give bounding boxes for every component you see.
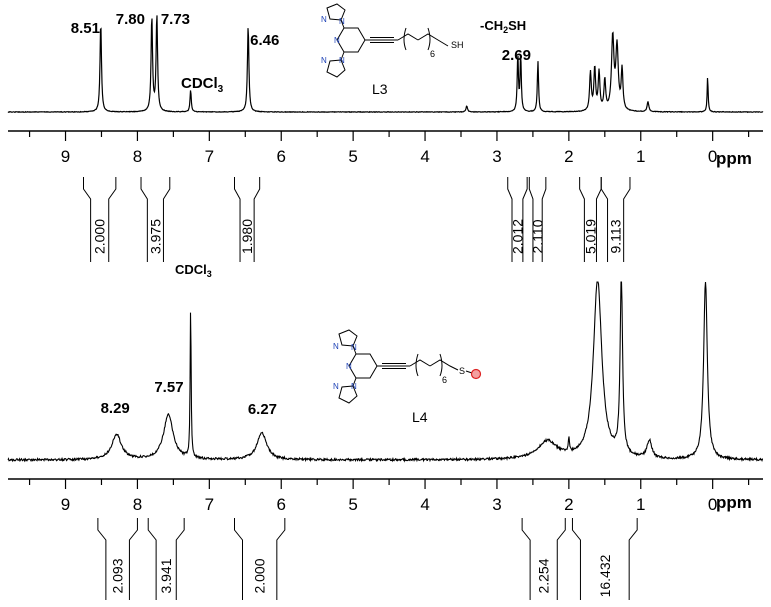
- peak-label: 8.51: [71, 20, 100, 37]
- spectrum-trace-l4: [7, 281, 764, 463]
- x-axis-tick-label: 1: [636, 147, 645, 166]
- spectrum-panel-l4: 9 8 7 6 5 4 3 2 1 0 ppm 8.29 7.57 6.27 CDCl3 N N N …: [7, 262, 764, 514]
- pyridine-ring: [336, 27, 366, 53]
- x-axis-tick-label: 4: [420, 147, 429, 166]
- integral-bracket: [571, 518, 638, 600]
- peak-labels-l3: 8.51 7.80 7.73 6.46 2.69: [71, 11, 531, 64]
- pyrazole-ring-top: [338, 329, 358, 347]
- peak-label: 7.57: [154, 379, 183, 396]
- solvent-label-l3: CDCl3: [181, 75, 224, 95]
- solvent-label-l4: CDCl3: [175, 262, 212, 279]
- peak-label: 6.27: [248, 401, 277, 418]
- x-axis-ticks-l3: 9 8 7 6 5 4 3 2 1 0: [28, 131, 750, 166]
- x-axis-unit-l4: ppm: [716, 493, 752, 512]
- x-axis-tick-label: 9: [61, 495, 70, 514]
- integral-value: 2.012: [509, 219, 525, 254]
- integral-value: 3.975: [147, 219, 163, 254]
- integral-bracket: [83, 177, 117, 262]
- nitrogen-atom: N: [321, 15, 327, 24]
- peak-label: 2.69: [502, 47, 531, 64]
- x-axis-l4: 9 8 7 6 5 4 3 2 1 0 ppm: [8, 478, 763, 514]
- x-axis-unit-l3: ppm: [716, 149, 752, 168]
- nitrogen-atom: N: [321, 56, 327, 65]
- integral-value: 2.000: [92, 219, 108, 254]
- integral-bracket: [97, 518, 138, 600]
- integral-value: 2.110: [530, 219, 546, 253]
- pyrazole-ring-bottom: [338, 385, 358, 404]
- integral-value: 2.093: [110, 558, 126, 593]
- x-axis-tick-label: 1: [636, 495, 645, 514]
- integral-bracket: [521, 518, 566, 600]
- integral-value: 1.980: [239, 219, 255, 254]
- x-axis-tick-label: 9: [61, 147, 70, 166]
- spectrum-trace-l3: [7, 15, 764, 114]
- peak-labels-l4: 8.29 7.57 6.27: [101, 379, 277, 418]
- x-axis-tick-label: 2: [564, 147, 573, 166]
- spectrum-panel-l3: 9 8 7 6 5 4 3 2 1 0 ppm 8.51 7.80 7.73 6.46 2.69 -CH2…: [7, 3, 764, 168]
- compound-label-l3: L3: [372, 81, 388, 97]
- nanoparticle-icon: [470, 368, 482, 380]
- compound-label-l4: L4: [412, 409, 428, 425]
- integrals-l4: 2.093 3.941 2.000 2.254 16.432: [97, 518, 638, 600]
- peak-label: 6.46: [250, 32, 279, 49]
- x-axis-tick-label: 8: [133, 147, 142, 166]
- integral-bracket: [600, 177, 631, 262]
- integral-value: 3.941: [158, 558, 174, 593]
- x-axis-tick-label: 7: [205, 495, 214, 514]
- x-axis-tick-label: 3: [492, 147, 501, 166]
- peak-label: 7.80: [116, 11, 145, 28]
- nitrogen-atom: N: [339, 56, 345, 65]
- molecule-structure-l4: N N N N N 6 S: [333, 329, 482, 404]
- x-axis-tick-label: 4: [420, 495, 429, 514]
- integral-bracket: [528, 177, 547, 262]
- x-axis-tick-label: 3: [492, 495, 501, 514]
- integral-bracket: [140, 177, 171, 262]
- ch2sh-annotation: -CH2SH: [480, 18, 526, 35]
- nitrogen-atom: N: [351, 382, 357, 391]
- x-axis-tick-label: 5: [348, 147, 357, 166]
- integral-bracket: [234, 177, 261, 262]
- x-axis-tick-label: 8: [133, 495, 142, 514]
- integral-value: 2.000: [252, 558, 268, 593]
- integral-value: 16.432: [597, 554, 613, 597]
- sulfur-atom-label: S: [459, 366, 465, 376]
- peak-label: 7.73: [161, 11, 190, 28]
- nitrogen-atom: N: [333, 342, 339, 351]
- peak-label: 8.29: [101, 400, 130, 417]
- x-axis-ticks-l4: 9 8 7 6 5 4 3 2 1 0: [28, 479, 750, 514]
- alkyl-repeat-count: 6: [442, 375, 447, 385]
- integral-value: 5.019: [582, 219, 598, 254]
- pyrazole-ring-top: [326, 3, 346, 21]
- x-axis-tick-label: 2: [564, 495, 573, 514]
- integral-bracket: [234, 518, 286, 600]
- x-axis-tick-label: 5: [348, 495, 357, 514]
- nitrogen-atom: N: [346, 362, 352, 371]
- thiol-group-label: SH: [451, 40, 464, 50]
- pyridine-ring: [348, 353, 378, 379]
- integral-bracket: [507, 177, 528, 262]
- alkyl-repeat-count: 6: [430, 49, 435, 59]
- nitrogen-atom: N: [334, 36, 340, 45]
- x-axis-tick-label: 7: [205, 147, 214, 166]
- integral-value: 9.113: [608, 219, 624, 253]
- integrals-l3: 2.000 3.975 1.980 2.012 2.110 5.019 9.113: [83, 177, 631, 262]
- x-axis-tick-label: 6: [277, 147, 286, 166]
- x-axis-l3: 9 8 7 6 5 4 3 2 1 0 ppm: [8, 130, 763, 168]
- integral-bracket: [147, 518, 185, 600]
- x-axis-tick-label: 6: [277, 495, 286, 514]
- pyrazole-ring-bottom: [326, 59, 346, 78]
- nitrogen-atom: N: [333, 382, 339, 391]
- x-axis-tick-label: 0: [708, 495, 717, 514]
- x-axis-tick-label: 0: [708, 147, 717, 166]
- integral-value: 2.254: [536, 558, 552, 593]
- molecule-structure-l3: N N N N N 6 SH: [321, 3, 464, 78]
